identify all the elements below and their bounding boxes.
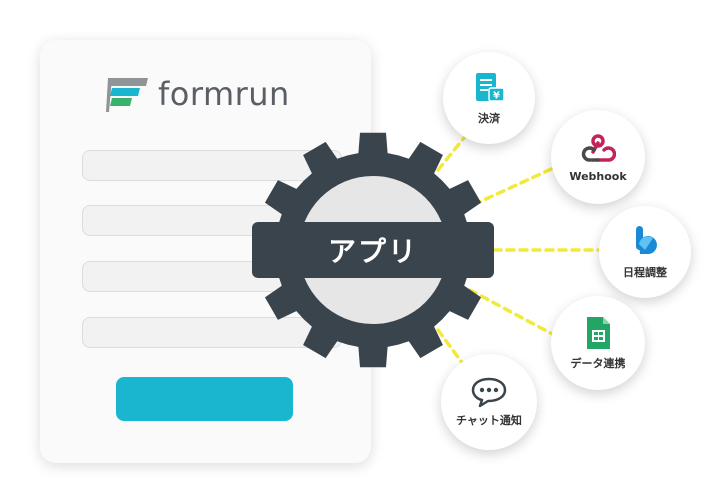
integration-chat[interactable]: チャット通知 (441, 354, 537, 450)
integration-scheduling[interactable]: 日程調整 (599, 206, 691, 298)
integration-webhook-label: Webhook (569, 169, 627, 183)
svg-text:¥: ¥ (493, 91, 500, 102)
scheduling-icon (636, 226, 657, 254)
integration-chat-label: チャット通知 (456, 414, 522, 427)
formrun-logo-icon (106, 78, 148, 112)
integration-payment[interactable]: ¥ 決済 (443, 52, 535, 144)
integration-payment-label: 決済 (478, 112, 500, 125)
connector-data-sync (468, 288, 558, 338)
integration-data-sync-label: データ連携 (570, 357, 626, 370)
integration-scheduling-label: 日程調整 (623, 266, 667, 279)
payment-receipt-icon: ¥ (476, 73, 505, 102)
integration-webhook[interactable]: Webhook (551, 110, 645, 204)
app-label-bar (252, 222, 494, 278)
submit-button[interactable] (116, 377, 293, 421)
app-hub-label: アプリ (327, 235, 418, 268)
webhook-icon (581, 133, 616, 162)
spreadsheet-icon (587, 317, 610, 349)
formrun-logo: formrun (106, 74, 290, 114)
form-field-1[interactable] (82, 150, 342, 181)
logo-text: formrun (158, 75, 290, 113)
chat-bubble-icon (471, 377, 507, 408)
integration-data-sync[interactable]: データ連携 (551, 296, 645, 390)
